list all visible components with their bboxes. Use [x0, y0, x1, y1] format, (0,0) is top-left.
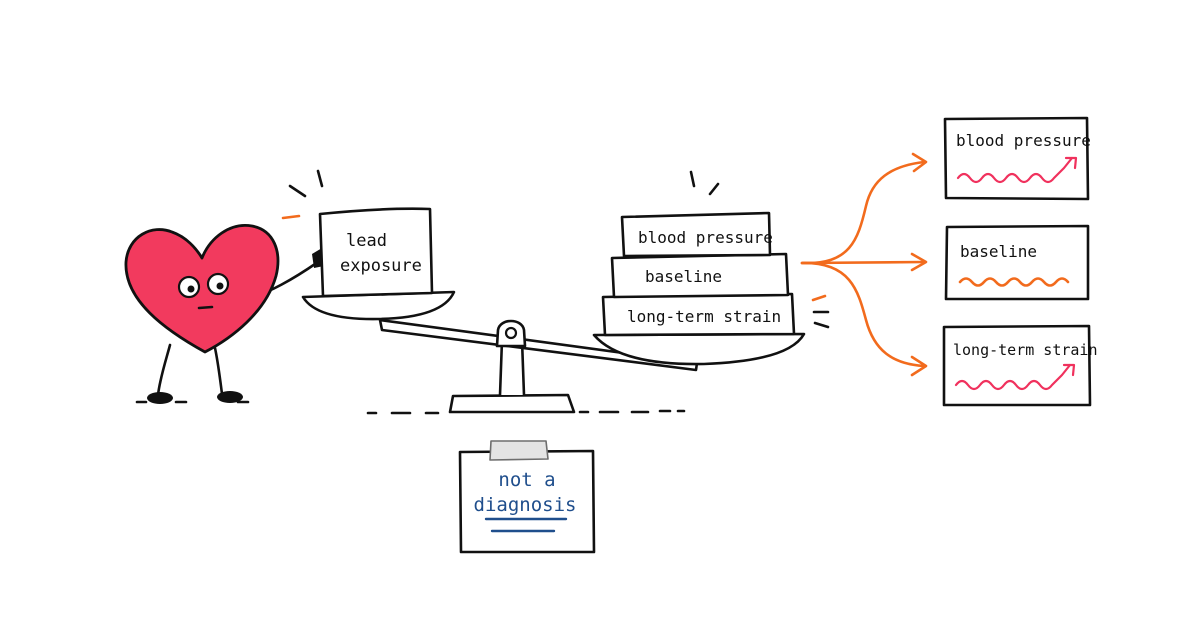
emphasis-stroke [288, 184, 307, 198]
ground-dashes [135, 400, 686, 415]
stack-block-top [620, 211, 772, 258]
trend-rising-icon [954, 363, 1072, 391]
emphasis-stroke [708, 182, 720, 196]
emphasis-stroke [813, 321, 830, 329]
trend-flat-icon [958, 277, 1070, 287]
branch-arrows-icon [800, 152, 928, 377]
trend-arrowhead-icon [1062, 363, 1076, 377]
heart-right-foot [217, 391, 243, 403]
output-label: long-term strain [953, 341, 1098, 359]
note-line1: not a [498, 469, 555, 491]
output-card-long-term-strain: long-term strain [942, 324, 1098, 407]
trend-rising-icon [956, 156, 1074, 184]
arrowhead-top [911, 152, 928, 173]
branch-arrow-bottom [800, 261, 926, 368]
right-pan [592, 332, 806, 366]
heart-left-leg [156, 343, 172, 397]
stack-label-long-term-strain: long-term strain [627, 307, 781, 326]
arrowhead-middle [910, 252, 928, 272]
heart-right-pupil [216, 282, 224, 290]
stack-label-blood-pressure: blood pressure [638, 228, 773, 247]
scale-pivot-bolt [504, 326, 518, 340]
lead-block-line2: exposure [340, 256, 422, 276]
trend-arrowhead-icon [1064, 156, 1078, 170]
heart-body [124, 223, 280, 354]
note-underline [484, 517, 568, 533]
branch-arrow-middle [800, 260, 926, 265]
emphasis-stroke [281, 214, 301, 220]
right-weight-stack: blood pressure baseline long-term strain [601, 170, 830, 337]
output-card-baseline: baseline [944, 224, 1090, 301]
branch-arrow-top [800, 160, 926, 265]
stack-label-baseline: baseline [645, 267, 722, 286]
lead-block-line1: lead [346, 231, 387, 251]
heart-left-pupil [187, 285, 195, 293]
output-label: baseline [960, 242, 1037, 261]
arrowhead-bottom [910, 355, 928, 377]
balance-scale-icon [301, 290, 806, 414]
scale-beam [378, 318, 699, 372]
emphasis-stroke [811, 294, 827, 302]
lead-block-shape [318, 207, 434, 298]
heart-character-icon [124, 223, 328, 404]
left-pan [301, 290, 456, 321]
note-line2: diagnosis [474, 494, 577, 516]
output-card-frame [944, 224, 1090, 301]
scale-base [448, 393, 576, 414]
tape-icon [489, 440, 549, 461]
heart-left-foot [147, 392, 173, 404]
heart-right-leg [213, 346, 224, 396]
sticky-note: not a diagnosis [458, 440, 596, 554]
output-card-blood-pressure: blood pressure [943, 116, 1091, 201]
note-card [458, 449, 596, 554]
output-label: blood pressure [956, 131, 1091, 150]
emphasis-stroke [689, 170, 696, 188]
emphasis-stroke [316, 169, 324, 188]
lead-exposure-block: lead exposure [281, 169, 434, 298]
heart-mouth [197, 305, 214, 310]
